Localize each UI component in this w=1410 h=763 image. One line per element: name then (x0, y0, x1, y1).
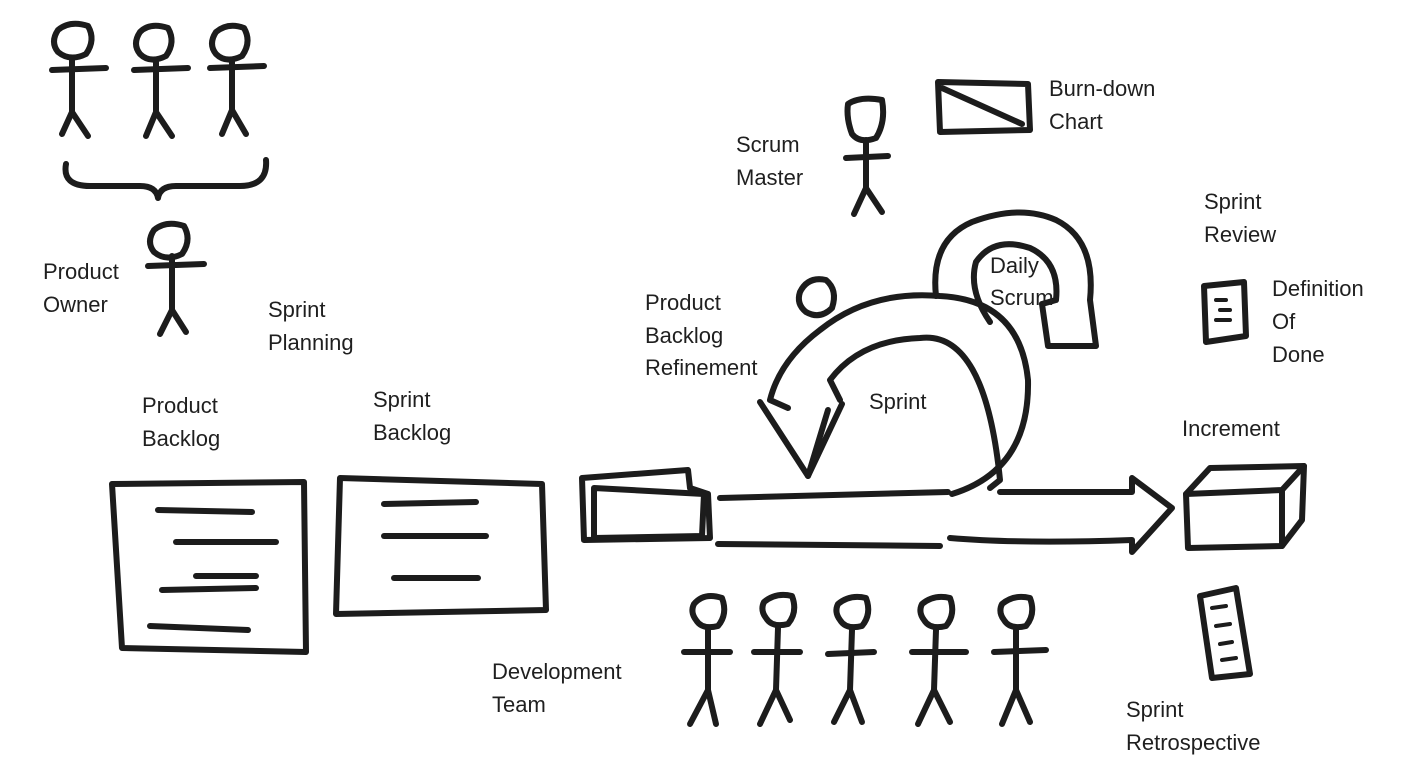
daily-cycle-arrow-icon (932, 209, 1099, 349)
burn-down-chart-label: Burn-down Chart (1049, 76, 1162, 134)
backlog-refinement-label: Product Backlog Refinement (645, 290, 758, 380)
development-team-label: Development Team (492, 659, 628, 717)
curly-brace-icon (62, 157, 270, 201)
definition-of-done-document-icon (1201, 279, 1249, 345)
increment-label: Increment (1182, 416, 1280, 441)
developer-figure-4-icon (909, 593, 969, 727)
stakeholder-figure-2-icon (131, 22, 191, 139)
sprint-backlog-label: Sprint Backlog (373, 387, 451, 445)
developer-figure-3-icon (825, 593, 877, 725)
retrospective-document-icon (1197, 585, 1253, 681)
folder-icon (579, 467, 713, 543)
burn-down-chart-icon (935, 79, 1033, 135)
sprint-backlog-document-icon (333, 475, 549, 617)
scrum-master-figure-icon (843, 95, 891, 217)
sprint-cycle-arrow-icon (757, 292, 1032, 497)
product-owner-figure-icon (145, 220, 207, 337)
timer-dot-icon (795, 276, 837, 319)
scrum-master-label: Scrum Master (736, 132, 806, 190)
sprint-review-label: Sprint Review (1204, 189, 1276, 247)
definition-of-done-label: Definition Of Done (1272, 276, 1370, 367)
stakeholder-figure-3-icon (207, 22, 267, 137)
developer-figure-2-icon (751, 591, 803, 727)
developer-figure-1-icon (681, 593, 733, 727)
product-backlog-document-icon (109, 479, 309, 655)
product-backlog-label: Product Backlog (142, 393, 224, 451)
sprint-retrospective-label: Sprint Retrospective (1126, 697, 1261, 755)
sprint-planning-label: Sprint Planning (268, 297, 354, 355)
sprint-label: Sprint (869, 389, 926, 414)
stakeholder-figure-1-icon (49, 20, 109, 139)
arrow-right-icon (715, 475, 1175, 555)
developer-figure-5-icon (991, 593, 1049, 727)
increment-box-icon (1183, 463, 1307, 551)
product-owner-label: Product Owner (43, 259, 125, 317)
daily-scrum-label: Daily Scrum (990, 253, 1054, 310)
